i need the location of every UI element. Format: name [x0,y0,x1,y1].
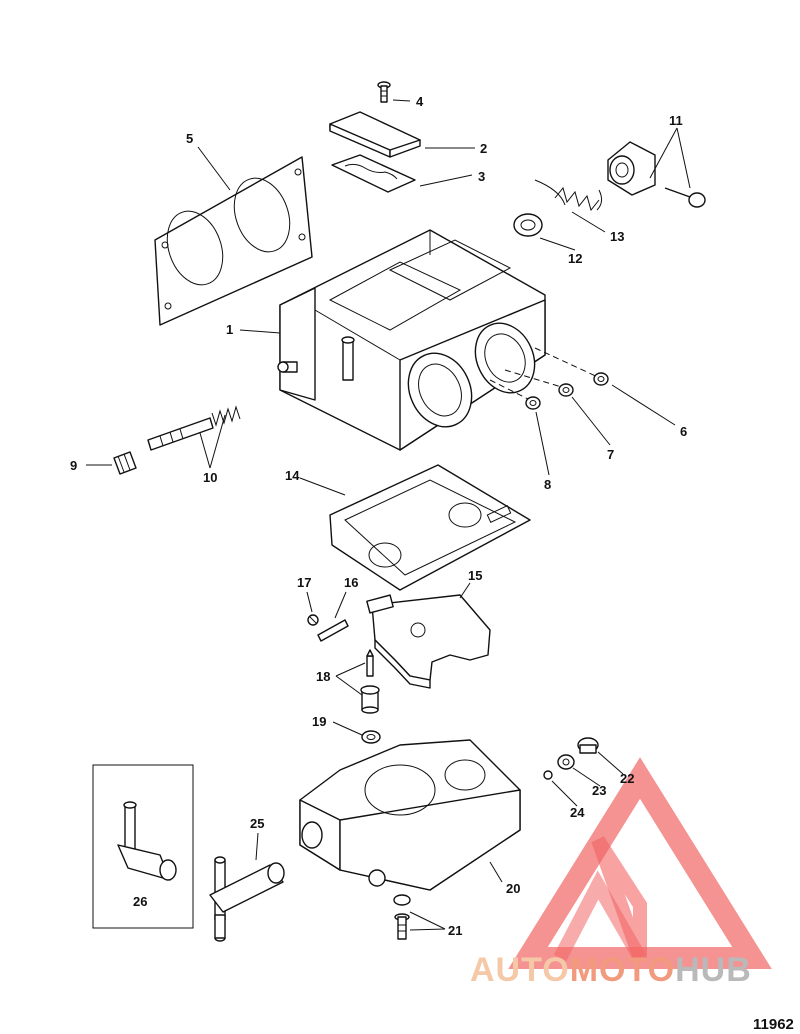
label-24: 24 [570,805,585,820]
label-12: 12 [568,251,582,266]
part-22-plug [577,737,599,754]
part-17-screw [307,614,319,626]
part-26-boxed-fitting [92,764,194,929]
part-8-plug [525,396,541,410]
label-20: 20 [506,881,520,896]
watermark-part-auto: AUTO [470,951,570,989]
label-9: 9 [70,458,77,473]
dashed-guides [489,347,601,401]
part-11-choke-assembly [607,141,706,208]
part-23-washer [557,754,575,770]
label-4: 4 [416,94,424,109]
label-2: 2 [480,141,487,156]
label-17: 17 [297,575,311,590]
label-25: 25 [250,816,264,831]
part-14-gasket [329,464,531,591]
label-16: 16 [344,575,358,590]
label-7: 7 [607,447,614,462]
part-9-fitting [113,451,137,475]
part-13-spring [534,179,603,212]
part-25-fuel-fitting [209,856,285,942]
part-5-gasket [154,156,313,326]
label-19: 19 [312,714,326,729]
part-20-fuel-bowl [299,739,521,891]
label-21: 21 [448,923,462,938]
label-18: 18 [316,669,330,684]
part-3-small-gasket [331,154,416,193]
part-7-plug [558,383,574,397]
part-labels: 1 2 3 4 5 6 7 8 9 10 11 12 13 14 15 16 1… [70,94,687,938]
label-5: 5 [186,131,193,146]
part-6-plug [593,372,609,386]
label-26: 26 [133,894,147,909]
label-1: 1 [226,322,233,337]
label-6: 6 [680,424,687,439]
label-11: 11 [669,113,683,128]
label-13: 13 [610,229,624,244]
label-22: 22 [620,771,634,786]
part-21-screw-washer [393,894,411,940]
figure-number: 11962 [753,1016,794,1033]
part-12-washer [513,213,543,237]
part-24-small-plug [543,770,553,780]
part-18-needle-and-seat [360,649,380,714]
label-3: 3 [478,169,485,184]
part-2-cover-plate [329,111,421,158]
leader-lines [86,99,691,931]
part-19-washer [361,730,381,744]
watermark-auto: AUTOMOTOHUB [470,951,752,989]
part-4-screw [377,81,391,103]
watermark-part-moto: MOTO [570,951,675,989]
watermark-logo [508,757,772,969]
label-10: 10 [203,470,217,485]
part-16-pin [317,619,349,642]
part-10-needle-spring [147,405,241,451]
watermark-part-hub: HUB [675,951,752,989]
label-8: 8 [544,477,551,492]
watermark-text: AUTOMOTOHUB [470,951,752,989]
part-1-carburetor-body [277,229,546,451]
label-14: 14 [285,468,300,483]
label-15: 15 [468,568,482,583]
label-23: 23 [592,783,606,798]
part-15-float [366,594,491,689]
